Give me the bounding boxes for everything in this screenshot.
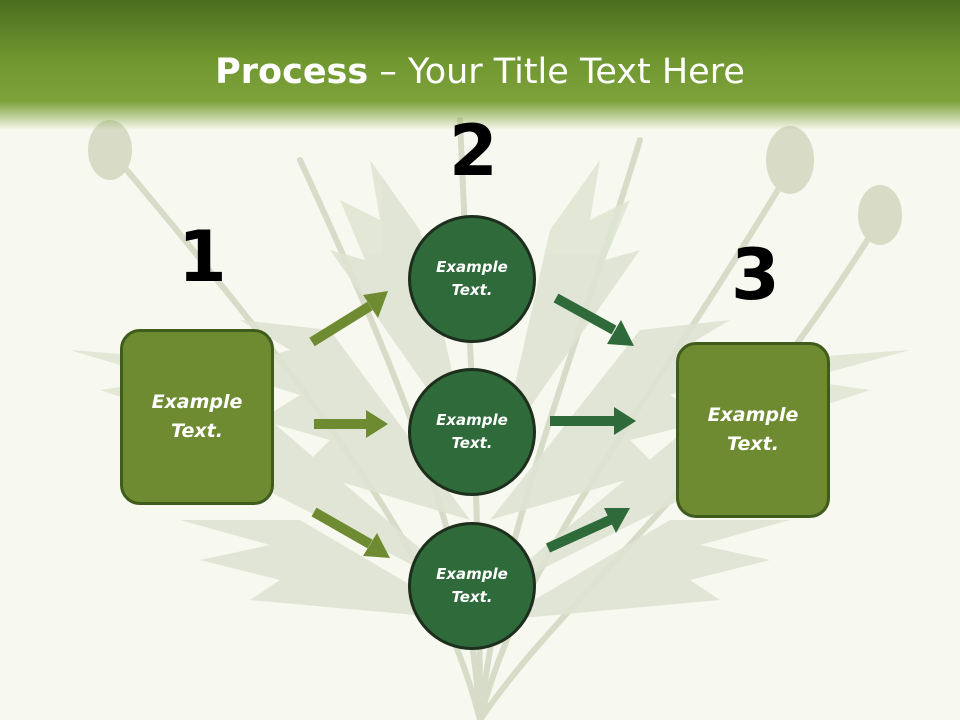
right-step-box: Example Text. [676,342,830,518]
right-box-line-1: Example [707,404,799,426]
title-bold: Process [215,52,369,92]
step-number-3: 3 [731,234,780,316]
arrow-center-to-right [550,407,636,435]
circle-center-line-2: Text. [451,434,493,452]
middle-circle-top: Example Text. [408,215,536,343]
arrow-left-to-center [314,410,388,438]
step-number-2: 2 [449,110,498,192]
title-rest: – Your Title Text Here [368,52,745,92]
slide-title: Process – Your Title Text Here [0,52,960,92]
circle-top-text: Example Text. [427,256,517,302]
middle-circle-center: Example Text. [408,368,536,496]
circle-center-text: Example Text. [427,409,517,455]
middle-circle-bottom: Example Text. [408,522,536,650]
arrow-top-to-right [553,293,634,346]
title-banner [0,0,960,130]
arrow-left-to-top [309,291,388,347]
left-box-line-2: Text. [171,420,223,442]
circle-center-line-1: Example [436,411,508,429]
circle-top-line-2: Text. [451,281,493,299]
circle-bottom-text: Example Text. [427,563,517,609]
arrow-left-to-bottom [311,507,390,558]
left-step-box-text: Example Text. [142,388,252,446]
circle-top-line-1: Example [436,258,508,276]
circle-bottom-line-2: Text. [451,588,493,606]
left-step-box: Example Text. [120,329,274,505]
left-box-line-1: Example [151,391,243,413]
right-box-line-2: Text. [727,433,779,455]
arrow-bottom-to-right [545,508,630,553]
right-step-box-text: Example Text. [698,401,808,459]
step-number-1: 1 [178,216,227,298]
circle-bottom-line-1: Example [436,565,508,583]
